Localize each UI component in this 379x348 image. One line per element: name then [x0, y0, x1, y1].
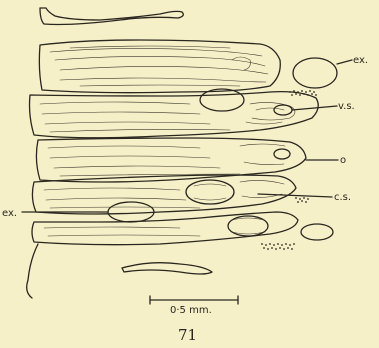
scale-bar: [150, 296, 238, 304]
small-body-bottom-right: [301, 224, 333, 240]
label-cs: c.s.: [334, 192, 351, 203]
figure-number: 71: [178, 326, 197, 344]
label-line-vs: [292, 106, 337, 110]
label-ex-left: ex.: [2, 208, 17, 219]
scale-label: 0·5 mm.: [170, 305, 212, 316]
villus-2: [30, 89, 319, 138]
ex-body-left: [108, 202, 154, 222]
stipple-3: [261, 243, 295, 250]
label-o: o: [340, 155, 346, 166]
tissue-fragment-top: [40, 8, 183, 25]
label-ex-top: ex.: [353, 55, 368, 66]
label-vs: v.s.: [338, 101, 355, 112]
tissue-fragment-bottom: [122, 263, 212, 274]
ex-body-top: [293, 58, 337, 88]
label-line-ex-top: [337, 60, 352, 64]
villus-1: [39, 40, 280, 93]
stipple-2: [295, 197, 309, 203]
villus-5: [27, 212, 298, 298]
